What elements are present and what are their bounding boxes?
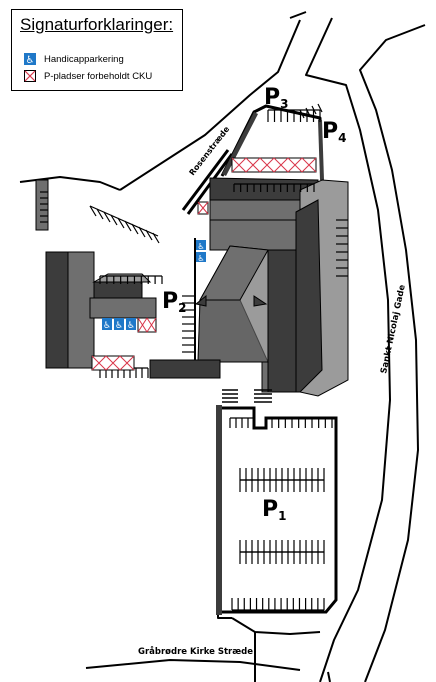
svg-text:♿: ♿ bbox=[127, 321, 135, 331]
street-label-graabroedre: Gråbrødre Kirke Stræde bbox=[138, 646, 253, 657]
building-west bbox=[35, 179, 221, 379]
wheelchair-icon: ♿ bbox=[126, 318, 136, 331]
crosswalks bbox=[222, 389, 272, 403]
wheelchair-icon: ♿ bbox=[196, 252, 206, 263]
building-central bbox=[194, 219, 297, 393]
wheelchair-icon: ♿ bbox=[102, 318, 112, 331]
legend-title: Signaturforklaringer: bbox=[20, 15, 174, 34]
svg-text:P3: P3 bbox=[264, 85, 288, 111]
svg-text:♿: ♿ bbox=[103, 321, 111, 331]
wheelchair-icon: ♿ bbox=[196, 240, 206, 251]
wheelchair-icon: ♿ bbox=[24, 53, 36, 65]
svg-text:♿: ♿ bbox=[115, 321, 123, 331]
legend-item-reserved: P-pladser forbeholdt CKU bbox=[24, 69, 152, 83]
handicap-spaces: ♿ ♿ ♿ ♿ ♿ bbox=[102, 240, 206, 331]
svg-text:♿: ♿ bbox=[26, 55, 35, 65]
legend: Signaturforklaringer: ♿ Handicapparkerin… bbox=[11, 9, 183, 91]
parking-bays bbox=[40, 103, 348, 611]
svg-text:♿: ♿ bbox=[197, 254, 204, 263]
svg-text:♿: ♿ bbox=[197, 242, 204, 251]
wheelchair-icon: ♿ bbox=[114, 318, 124, 331]
walls bbox=[216, 112, 324, 615]
legend-item-label: P-pladser forbeholdt CKU bbox=[44, 70, 153, 82]
svg-text:P1: P1 bbox=[262, 497, 286, 523]
svg-text:P2: P2 bbox=[162, 289, 186, 315]
legend-item-handicap: ♿ Handicapparkering bbox=[24, 52, 124, 66]
parking-label-p3: P3 bbox=[264, 85, 288, 111]
parking-label-p1: P1 bbox=[262, 497, 286, 523]
reserved-spaces bbox=[91, 157, 317, 371]
legend-item-label: Handicapparkering bbox=[44, 53, 124, 65]
svg-text:P4: P4 bbox=[322, 119, 346, 145]
parking-label-p2: P2 bbox=[162, 289, 186, 315]
parking-label-p4: P4 bbox=[322, 119, 346, 145]
reserved-x-icon bbox=[24, 70, 36, 82]
